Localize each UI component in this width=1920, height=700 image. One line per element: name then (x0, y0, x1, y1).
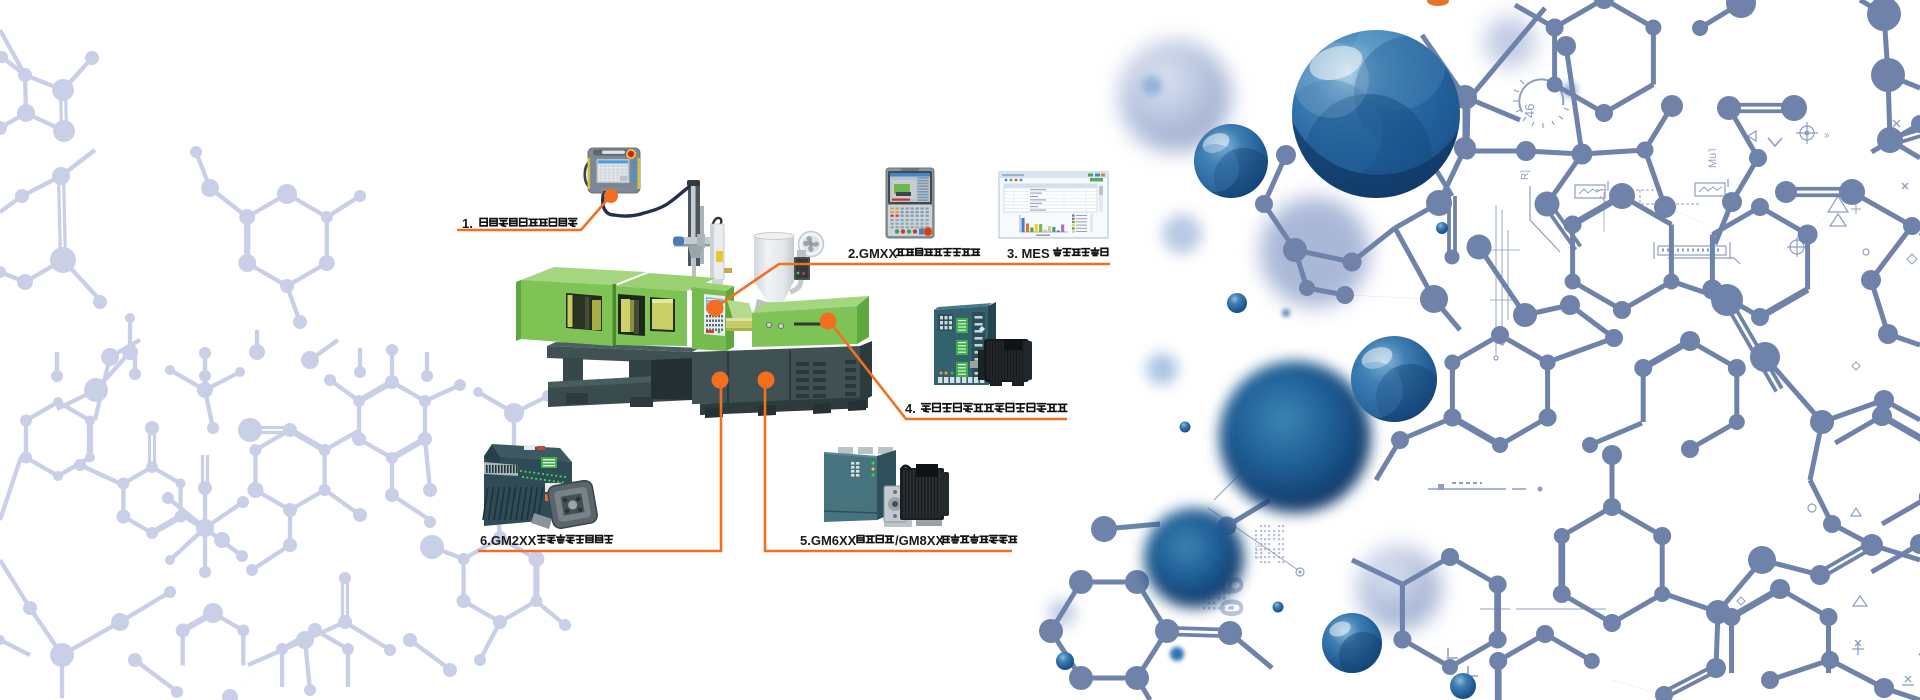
svg-text:1.: 1. (462, 216, 473, 231)
svg-text:1 1E: 1 1E (1254, 541, 1264, 560)
svg-text:6.GM2XX: 6.GM2XX (480, 533, 537, 548)
svg-text:5.GM6XX: 5.GM6XX (800, 533, 857, 548)
svg-text:Mu˥: Mu˥ (1707, 149, 1719, 169)
svg-text:4.: 4. (905, 401, 916, 416)
svg-text:3. MES: 3. MES (1007, 246, 1050, 261)
svg-text:46: 46 (1522, 104, 1537, 118)
svg-text:R]: R] (1520, 170, 1531, 180)
svg-text:2.GMXX: 2.GMXX (848, 246, 897, 261)
svg-text:/GM8XX: /GM8XX (895, 533, 944, 548)
svg-text:»: » (1824, 130, 1830, 141)
